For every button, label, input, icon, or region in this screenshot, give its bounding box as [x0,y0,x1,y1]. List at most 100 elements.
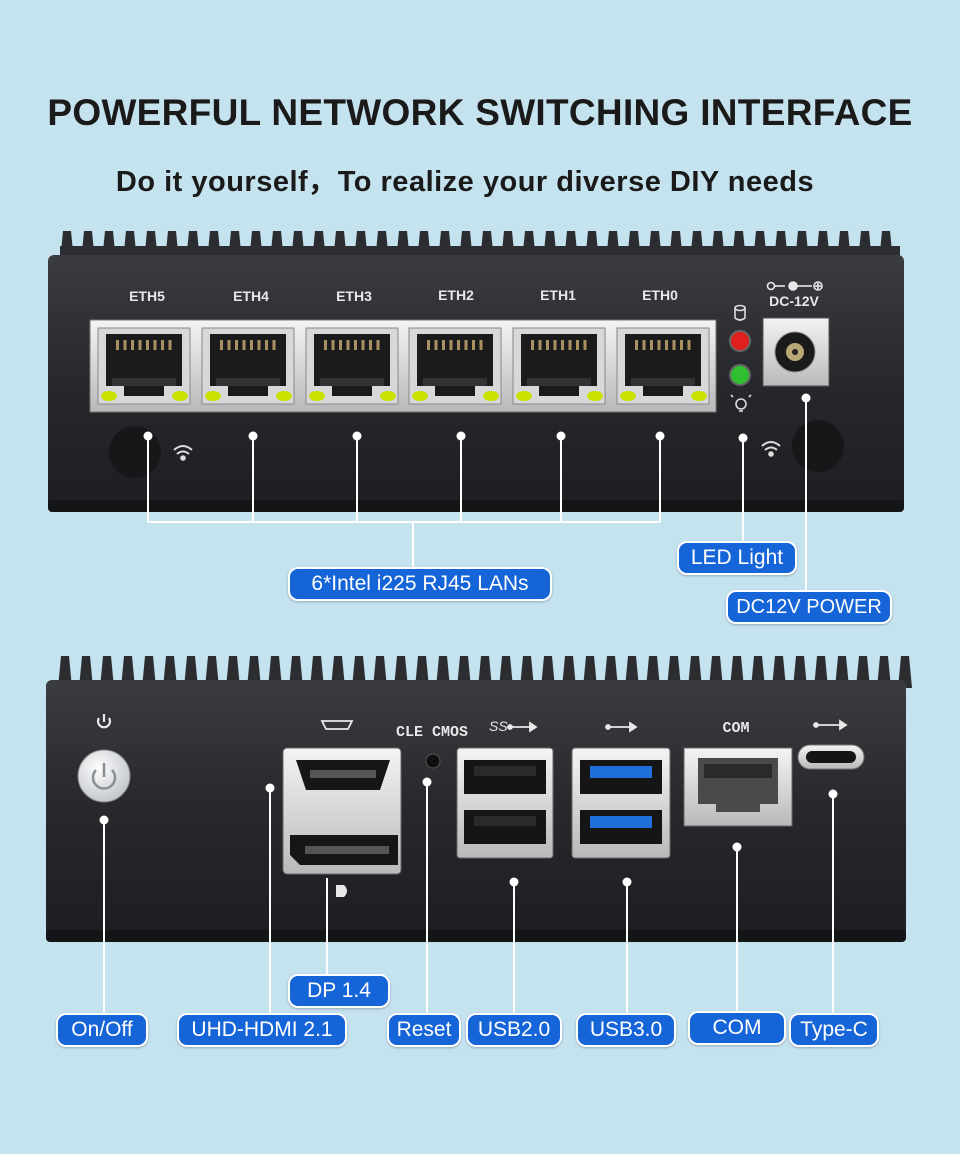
heatsink-fin [81,231,95,262]
rear-leader-dots [99,777,838,887]
heatsink-fin [270,231,284,262]
heatsink-fin [102,231,116,262]
rj45-port-block [89,319,717,413]
heatsink-fin [186,231,200,262]
heatsink-fin [648,231,662,262]
heatsink-fin [123,231,137,262]
eth5-label: ETH5 [129,288,165,304]
port-led [276,391,292,401]
heatsink-fin [333,231,347,262]
rear-leader-lines [103,782,834,1015]
usb2-port-top[interactable] [464,760,546,794]
heatsink-fin [585,231,599,262]
heatsink-fin [459,231,473,262]
rear-panel: CLE CMOS SS COM [46,656,912,1015]
heatsink-fin [690,231,704,262]
power-button-icon [91,763,117,790]
page-subtitle: Do it yourself，To realize your diverse D… [115,166,815,198]
port-led [380,391,396,401]
hdmi-callout: UHD-HDMI 2.1 [177,1013,347,1047]
heatsink-fin [144,231,158,262]
heatsink-fin [858,231,872,262]
dc-polarity-icon [766,281,823,291]
lan-leader-lines [147,398,807,592]
wifi-icon [761,441,781,457]
usb2-port-bottom[interactable] [464,810,546,844]
rj45-port[interactable] [97,327,191,405]
port-led [620,391,636,401]
red-led [729,330,751,352]
heatsink-fin [837,231,851,262]
heatsink-fin [627,231,641,262]
com-callout: COM [688,1011,786,1045]
port-led [172,391,188,401]
bulb-icon [730,394,752,412]
rj45-port[interactable] [408,327,502,405]
heatsink-fin [291,231,305,262]
port-led [205,391,221,401]
leader-dots [143,393,811,443]
heatsink-fin [438,231,452,262]
eth0-label: ETH0 [642,287,678,303]
heatsink-fin [522,231,536,262]
cle-cmos-label: CLE CMOS [396,724,468,741]
heatsink-fin [669,231,683,262]
port-led [587,391,603,401]
eth2-label: ETH2 [438,287,474,303]
hdmi-port-icon [320,720,354,730]
heatsink-fin [480,231,494,262]
heatsink-fin [816,231,830,262]
dp-callout: DP 1.4 [288,974,390,1008]
usb2-callout: USB2.0 [466,1013,562,1047]
ss-label: SS [489,718,508,734]
port-led [483,391,499,401]
usb-icon [507,721,538,733]
eth3-label: ETH3 [336,288,372,304]
heatsink-fin [564,231,578,262]
type-c-callout: Type-C [789,1013,879,1047]
antenna-mount-left [109,426,161,478]
usb-icon [813,719,848,731]
heatsink-fin [795,231,809,262]
rj45-port[interactable] [201,327,295,405]
heatsink-fin [606,231,620,262]
dc-power-callout: DC12V POWER [726,590,892,624]
port-led [309,391,325,401]
reset-callout: Reset [387,1013,461,1047]
wifi-icon [173,445,193,461]
heatsink-fin [60,231,74,262]
eth4-label: ETH4 [233,288,269,304]
power-symbol-icon [96,714,112,729]
heatsink-fin [375,231,389,262]
com-label: COM [722,720,749,737]
heatsink-fin [417,231,431,262]
port-led [101,391,117,401]
heatsink-fin [354,231,368,262]
port-led [516,391,532,401]
green-led [729,364,751,386]
heatsink-fin [711,231,725,262]
lan-callout: 6*Intel i225 RJ45 LANs [288,567,552,601]
onoff-callout: On/Off [56,1013,148,1047]
heatsink-fin [753,231,767,262]
heatsink-fin [165,231,179,262]
heatsink-fin [207,231,221,262]
page-title: POWERFUL NETWORK SWITCHING INTERFACE [47,92,913,133]
displayport-icon [336,885,347,897]
led-light-callout: LED Light [677,541,797,575]
heatsink-fin [774,231,788,262]
rj45-port[interactable] [512,327,606,405]
heatsink-fin [543,231,557,262]
heatsink-fin [396,231,410,262]
rj45-port[interactable] [616,327,710,405]
heatsink-fin [732,231,746,262]
reset-pinhole[interactable] [425,753,441,769]
port-led [691,391,707,401]
database-icon [734,304,746,321]
rj45-port[interactable] [305,327,399,405]
heatsink-fin [228,231,242,262]
heatsink-fin [501,231,515,262]
heatsink-fin [312,231,326,262]
